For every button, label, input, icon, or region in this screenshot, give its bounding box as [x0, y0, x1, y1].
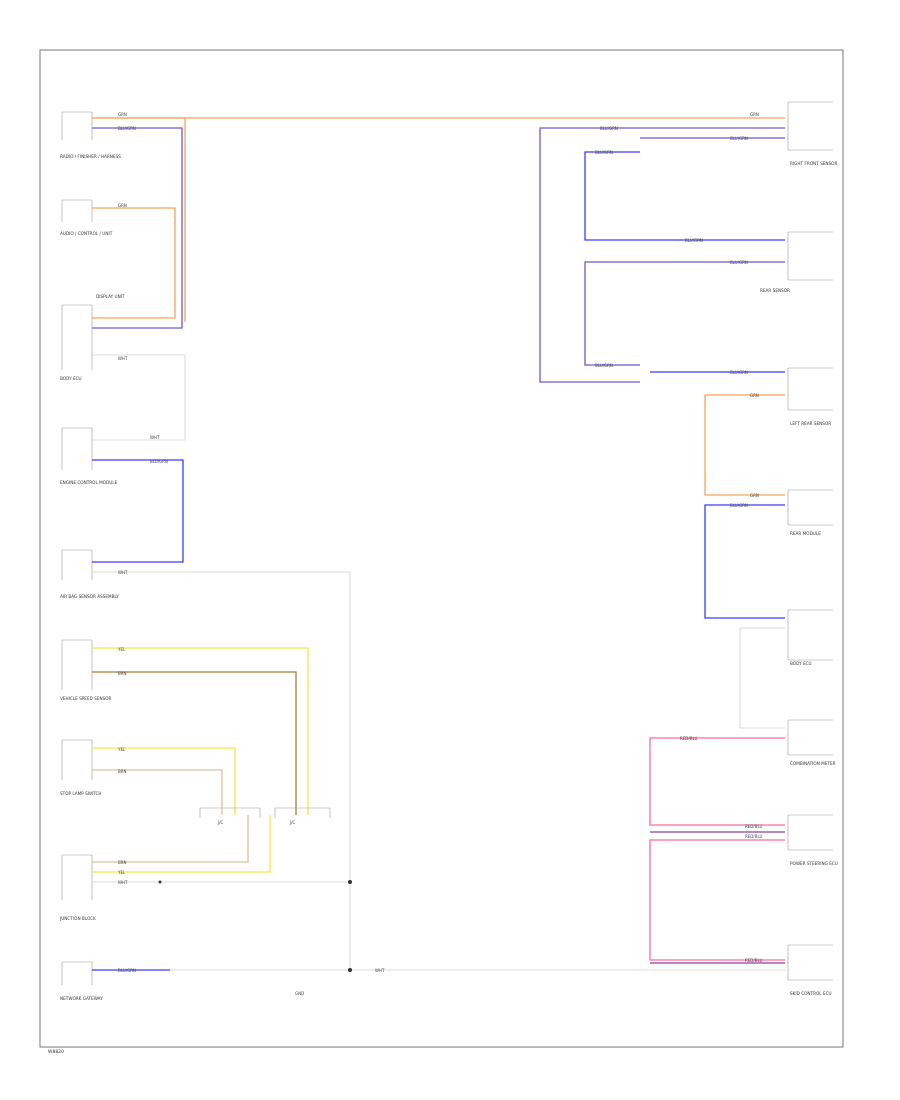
left-components [61, 111, 93, 985]
splices [158, 880, 352, 972]
wire-blue-right-1 [584, 151, 785, 241]
label-display-unit: DISPLAY UNIT [96, 294, 125, 299]
wire-label: WHT [118, 356, 128, 361]
wire-purple-right-3 [584, 261, 785, 366]
label-rear-sensor: REAR SENSOR [760, 288, 790, 293]
wire-gray-1 [92, 354, 186, 441]
label-air-bag-sensor: AIR BAG SENSOR ASSEMBLY [60, 594, 119, 599]
wires [92, 117, 785, 971]
wire-label: GRN [118, 203, 127, 208]
wire-label: WHT [150, 435, 160, 440]
wire-blue-right-3 [704, 504, 785, 619]
wire-tan-1 [92, 671, 297, 815]
wire-label: YEL [117, 647, 126, 652]
wire-label: BLU/GRN [600, 126, 618, 131]
label-power-steering: POWER STEERING ECU [790, 861, 838, 866]
wire-pink-2 [649, 839, 785, 961]
wire-label: RED/BLU [680, 736, 698, 741]
splice-label: J/C [289, 820, 296, 825]
label-body-ecu: BODY ECU [60, 376, 82, 381]
label-left-rear-sensor: LEFT REAR SENSOR [790, 421, 831, 426]
wire-label: BLU/GRN [595, 150, 613, 155]
wire-gray-2 [92, 571, 351, 970]
wire-tan-3 [92, 815, 249, 863]
wire-gray-right [739, 627, 785, 729]
wire-purple-left-1 [92, 127, 183, 329]
wire-pink-1 [649, 737, 785, 826]
wire-label: BLU/GRN [150, 459, 168, 464]
label-combination-meter: COMBINATION METER [790, 761, 836, 766]
wire-label: BLU/GRN [730, 260, 748, 265]
label-network-gateway: NETWORK GATEWAY [60, 996, 103, 1001]
wire-label: GRN [750, 493, 759, 498]
splice-boxes [199, 807, 331, 818]
wire-label: BLU/GRN [118, 968, 136, 973]
wire-label: BLU/GRN [118, 126, 136, 131]
wire-label: BLU/GRN [730, 370, 748, 375]
label-right-front-sensor: RIGHT FRONT SENSOR [790, 161, 837, 166]
label-skid-control: SKID CONTROL ECU [790, 991, 832, 996]
wire-label: BLU/GRN [685, 238, 703, 243]
wire-yellow-1 [92, 647, 309, 815]
wire-label: WHT [118, 880, 128, 885]
splice-label: GND [295, 991, 304, 996]
wire-orange-left-1 [92, 207, 176, 319]
wire-label: WHT [375, 968, 385, 973]
splice-label: J/C [217, 820, 224, 825]
wire-orange-left-2 [92, 117, 186, 322]
wire-label: BRN [118, 860, 127, 865]
wire-label: BLU/GRN [595, 363, 613, 368]
wire-label: GRN [118, 112, 127, 117]
wire-orange-right [704, 394, 785, 496]
wire-label: GRN [750, 112, 759, 117]
footer-code: W8820 [48, 1049, 64, 1055]
wire-blue-1 [92, 459, 184, 563]
wire-label: RED/BLU [745, 824, 763, 829]
label-rear-module: REAR MODULE [790, 531, 821, 536]
label-body-ecu-right: BODY ECU [790, 661, 812, 666]
wire-label: RED/BLU [745, 958, 763, 963]
wire-label: GRN [750, 393, 759, 398]
label-stop-lamp-switch: STOP LAMP SWITCH [60, 791, 102, 796]
wire-purple-right-1 [539, 127, 785, 383]
label-audio-control: AUDIO / CONTROL / UNIT [60, 231, 113, 236]
wire-yellow-3 [92, 815, 271, 873]
wire-label: YEL [117, 870, 126, 875]
label-engine-control: ENGINE CONTROL MODULE [60, 480, 118, 485]
label-vehicle-speed: VEHICLE SPEED SENSOR [60, 696, 112, 701]
wire-label: BRN [118, 671, 127, 676]
wire-tan-2 [92, 769, 223, 815]
wire-label: WHT [118, 570, 128, 575]
diagram-frame [39, 49, 844, 1048]
wire-yellow-2 [92, 747, 236, 815]
wire-label: RED/BLU [745, 834, 763, 839]
wire-label: YEL [117, 747, 126, 752]
wire-label: BLU/GRN [730, 136, 748, 141]
wire-label: BLU/GRN [730, 503, 748, 508]
label-junction-block: JUNCTION BLOCK [59, 916, 96, 921]
label-radio-harness: RADIO / FINISHER / HARNESS [60, 154, 121, 159]
wire-label: BRN [118, 769, 127, 774]
right-components [787, 101, 833, 981]
